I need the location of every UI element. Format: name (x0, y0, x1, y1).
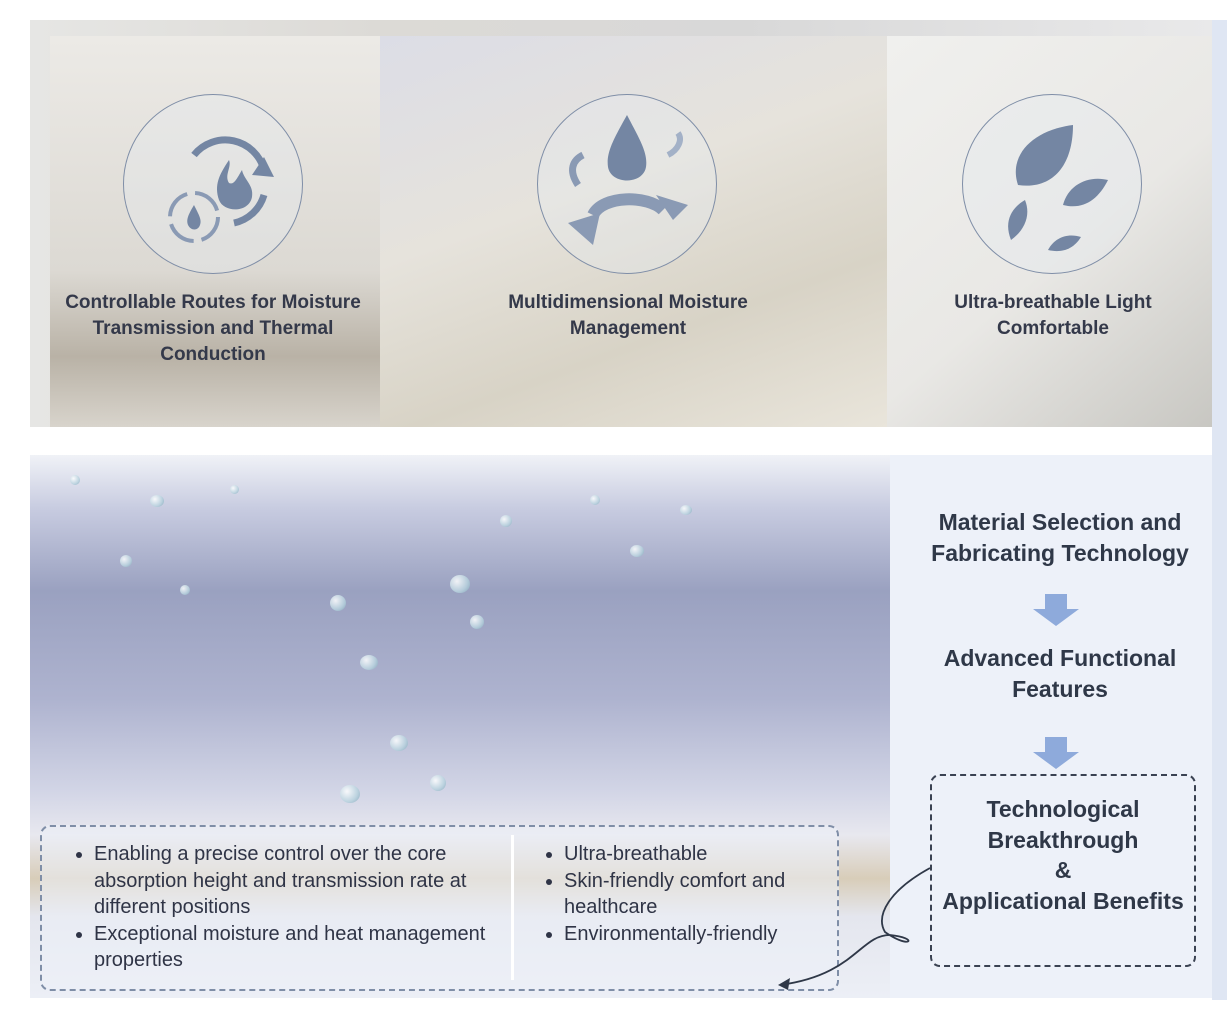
feature-title-moisture: Multidimensional Moisture Management (508, 292, 748, 339)
benefits-right-list: Ultra-breathable Skin-friendly comfort a… (512, 841, 832, 947)
water-drop-arrows-icon (537, 94, 717, 274)
feature-photo-panel: Controllable Routes for Moisture Transmi… (30, 20, 1212, 427)
benefits-left-list: Enabling a precise control over the core… (42, 841, 512, 974)
benefits-line-2: & (1054, 857, 1072, 883)
leaves-icon (962, 94, 1142, 274)
feature-title-breathable: Ultra-breathable Light Comfortable (954, 292, 1152, 339)
flow-step-material: Material Selection and Fabricating Techn… (931, 509, 1189, 566)
down-arrow-icon (1033, 594, 1079, 626)
benefits-line-1: Technological Breakthrough (986, 796, 1140, 853)
benefit-item: Skin-friendly comfort and healthcare (564, 868, 832, 921)
column-divider (511, 835, 514, 980)
benefits-line-3: Applicational Benefits (942, 887, 1184, 914)
benefit-item: Enabling a precise control over the core… (94, 841, 512, 921)
recycle-flame-drop-icon (123, 94, 303, 274)
connector-arrow-icon (778, 867, 931, 990)
feature-title-routes: Controllable Routes for Moisture Transmi… (65, 292, 361, 365)
flow-step-features: Advanced Functional Features (943, 645, 1177, 702)
benefit-item: Exceptional moisture and heat management… (94, 921, 512, 974)
benefit-item: Ultra-breathable (564, 841, 832, 868)
down-arrow-icon (1033, 737, 1079, 769)
flow-step-benefits-box: Technological Breakthrough & Application… (930, 774, 1196, 967)
right-edge-strip (1212, 20, 1227, 1000)
benefit-item: Environmentally-friendly (564, 921, 832, 948)
benefits-box: Enabling a precise control over the core… (40, 825, 839, 991)
